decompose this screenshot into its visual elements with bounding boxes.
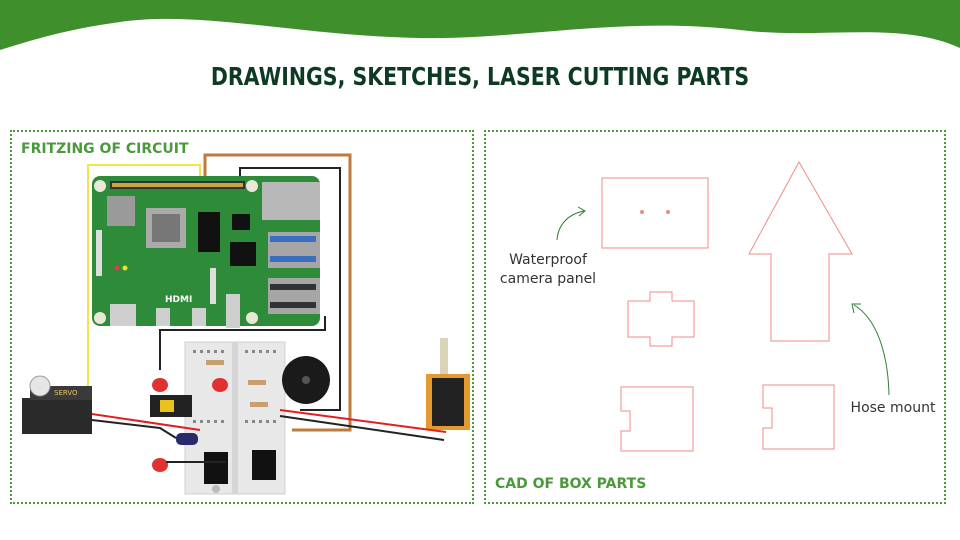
- hose-arrow: [853, 304, 890, 396]
- fritzing-label: FRITZING OF CIRCUIT: [21, 141, 189, 157]
- hose-mount-part: [748, 160, 853, 342]
- camera-arrow: [556, 210, 585, 241]
- annotation-arrows: [556, 206, 890, 396]
- raspberry-pi-board: HDMI: [92, 176, 320, 328]
- cad-label: CAD OF BOX PARTS: [495, 476, 647, 492]
- led-indicators: [152, 378, 228, 472]
- cad-panel: [484, 130, 946, 504]
- hdmi-label: HDMI: [165, 295, 192, 305]
- circuit-diagram: HDMI: [22, 153, 470, 495]
- servo-motor: SERVO: [22, 375, 92, 434]
- hose-mount-annotation: Hose mount: [850, 400, 936, 416]
- slotted-part-right: [762, 384, 835, 450]
- cross-part: [627, 291, 695, 347]
- camera-panel-part: [601, 177, 709, 249]
- solenoid: [426, 338, 470, 430]
- breadboard: [150, 341, 286, 495]
- buzzer: [282, 356, 330, 404]
- header-wave: [0, 0, 960, 50]
- camera-panel-annotation: Waterproof camera panel: [499, 252, 597, 287]
- fritzing-panel: [10, 130, 474, 504]
- slotted-part-left: [620, 386, 694, 452]
- page-title: DRAWINGS, SKETCHES, LASER CUTTING PARTS: [210, 62, 750, 91]
- cad-parts: [601, 160, 853, 452]
- servo-brand-label: SERVO: [54, 389, 78, 397]
